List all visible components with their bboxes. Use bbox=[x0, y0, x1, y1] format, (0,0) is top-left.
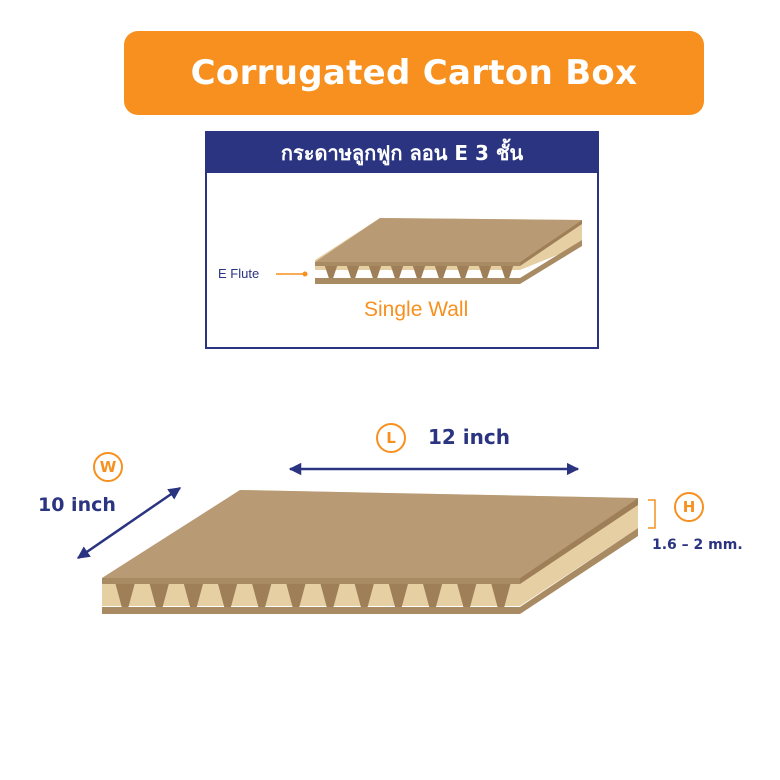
length-value: 12 inch bbox=[428, 425, 510, 449]
flute bbox=[390, 266, 404, 278]
flute bbox=[346, 266, 360, 278]
flute bbox=[478, 266, 492, 278]
flute-pointer-dot bbox=[302, 271, 308, 277]
width-badge-letter: W bbox=[99, 458, 117, 476]
large-flutes bbox=[115, 584, 511, 607]
small-top-liner bbox=[315, 218, 582, 262]
panel-header: กระดาษลูกฟูก ลอน E 3 ชั้น bbox=[207, 133, 597, 173]
flute bbox=[491, 584, 511, 607]
flute bbox=[286, 584, 306, 607]
large-cardboard-sheet bbox=[102, 490, 638, 614]
height-bracket bbox=[648, 499, 656, 529]
large-top-edge bbox=[102, 578, 520, 584]
height-value: 1.6 – 2 mm. bbox=[652, 537, 743, 553]
flute bbox=[412, 266, 426, 278]
title-banner: Corrugated Carton Box bbox=[124, 31, 704, 115]
flute bbox=[252, 584, 272, 607]
banner-title: Corrugated Carton Box bbox=[190, 53, 638, 93]
width-arrow bbox=[76, 486, 182, 560]
flute bbox=[149, 584, 169, 607]
flute bbox=[368, 266, 382, 278]
flute bbox=[354, 584, 374, 607]
panel-title: กระดาษลูกฟูก ลอน E 3 ชั้น bbox=[280, 141, 524, 165]
small-cardboard-sheet bbox=[315, 218, 582, 284]
flute bbox=[218, 584, 238, 607]
flute bbox=[500, 266, 514, 278]
flute bbox=[423, 584, 443, 607]
small-top-edge bbox=[315, 262, 520, 266]
height-badge: H bbox=[674, 492, 704, 522]
small-flutes bbox=[324, 266, 514, 278]
flute bbox=[388, 584, 408, 607]
flute bbox=[115, 584, 135, 607]
length-badge: L bbox=[376, 423, 406, 453]
width-value: 10 inch bbox=[38, 494, 116, 516]
small-bottom-liner bbox=[315, 240, 582, 284]
flute bbox=[183, 584, 203, 607]
flute bbox=[320, 584, 340, 607]
large-top-liner bbox=[102, 490, 638, 578]
flute bbox=[457, 584, 477, 607]
width-badge: W bbox=[93, 452, 123, 482]
height-badge-letter: H bbox=[682, 498, 696, 516]
flute bbox=[324, 266, 338, 278]
flute bbox=[456, 266, 470, 278]
single-wall-label: Single Wall bbox=[364, 298, 469, 321]
flute bbox=[434, 266, 448, 278]
length-badge-letter: L bbox=[386, 429, 396, 447]
e-flute-label: E Flute bbox=[218, 266, 260, 281]
